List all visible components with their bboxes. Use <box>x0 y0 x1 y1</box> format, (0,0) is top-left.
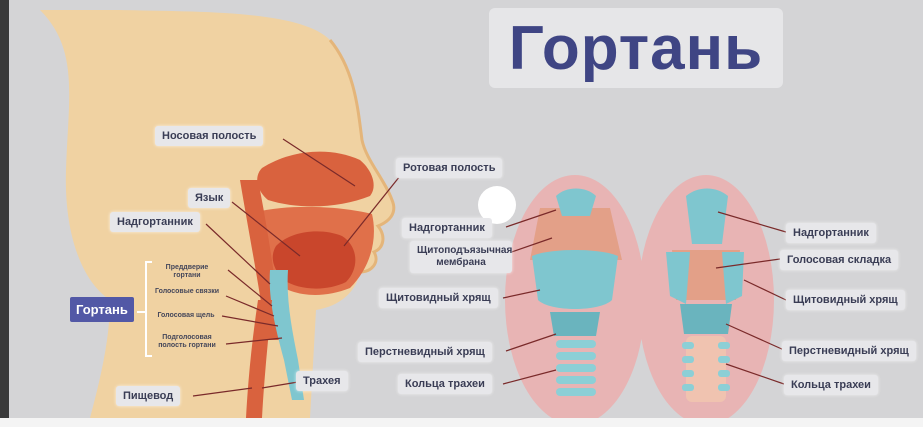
label-thyroid-mid: Щитовидный хрящ <box>379 288 498 308</box>
title-panel: Гортань <box>489 8 783 88</box>
label-larynx: Гортань <box>70 297 134 322</box>
label-epiglottis-right: Надгортанник <box>786 223 876 243</box>
page-title: Гортань <box>509 13 763 84</box>
label-glottis: Голосовая щель <box>150 312 222 320</box>
label-cricoid-mid: Перстневидный хрящ <box>358 342 492 362</box>
front-thyroid <box>532 250 618 309</box>
label-nasal-cavity: Носовая полость <box>155 126 263 146</box>
bottom-strip <box>0 418 923 427</box>
label-vocal-cords: Голосовые связки <box>154 288 220 296</box>
front-cricoid <box>550 312 600 336</box>
label-oral-cavity: Ротовая полость <box>396 158 502 178</box>
label-vestibule: Преддверие гортани <box>154 264 220 280</box>
label-epiglottis-mid: Надгортанник <box>402 218 492 238</box>
label-rings-mid: Кольца трахеи <box>398 374 492 394</box>
label-thyroid-right: Щитовидный хрящ <box>786 290 905 310</box>
label-rings-right: Кольца трахеи <box>784 375 878 395</box>
front-epiglottis <box>556 189 596 217</box>
back-epiglottis <box>686 189 728 245</box>
label-trachea: Трахея <box>296 371 348 391</box>
label-esophagus: Пищевод <box>116 386 180 406</box>
label-tongue: Язык <box>188 188 230 208</box>
label-epiglottis-left: Надгортанник <box>110 212 200 232</box>
label-vocal-fold: Голосовая складка <box>780 250 898 270</box>
label-subglottic: Подголосовая полость гортани <box>148 334 226 350</box>
back-cricoid <box>680 304 732 334</box>
label-thyrohyoid-membrane: Щитоподъязычная мембрана <box>410 241 512 273</box>
label-cricoid-right: Перстневидный хрящ <box>782 341 916 361</box>
